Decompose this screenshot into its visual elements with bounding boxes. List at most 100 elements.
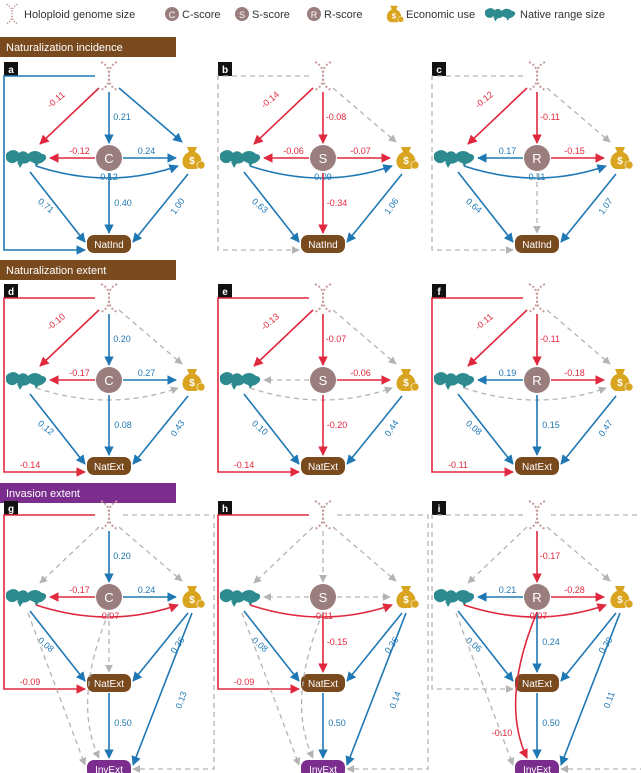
world-map-icon	[485, 8, 516, 22]
label-genome-score: -0.11	[540, 334, 560, 344]
dollar-sign-icon: $	[617, 595, 623, 606]
target-label: NatExt	[308, 462, 338, 473]
target-label: NatExt	[308, 679, 338, 690]
arrow-range-econ	[249, 386, 393, 401]
legend-r-score: R-score	[324, 9, 363, 21]
label-score-econ: 0.24	[138, 585, 156, 595]
arrow-genome-target2	[123, 514, 215, 773]
arrow-range-target	[29, 393, 86, 465]
money-bag-icon: $	[396, 586, 420, 609]
dna-icon	[100, 61, 118, 91]
score-circle	[310, 367, 336, 393]
label-econ-target: 1.07	[596, 196, 614, 216]
arrow-range-econ	[35, 386, 179, 401]
arrow-range-target	[243, 171, 300, 243]
score-circle	[96, 145, 122, 171]
score-circle	[96, 367, 122, 393]
label-score-range: 0.19	[499, 368, 517, 378]
target-node	[87, 674, 131, 692]
label-econ-target2: 0.13	[173, 690, 188, 710]
panel-tag: d	[8, 287, 14, 298]
arrow-econ-target	[346, 173, 403, 243]
label-econ-target: 0.43	[168, 418, 186, 438]
label-score-range: -0.12	[69, 146, 90, 156]
label-score-range: -0.06	[283, 146, 304, 156]
dollar-sign-icon: $	[617, 378, 623, 389]
dna-icon	[314, 61, 332, 91]
target-label: NatExt	[94, 462, 124, 473]
arrow-genome-target	[431, 514, 523, 693]
arrow-range-target2	[455, 612, 515, 766]
label-range-target: 0.08	[464, 418, 484, 437]
panel-tag: c	[436, 65, 442, 76]
header-naturalization-incidence-label: Naturalization incidence	[6, 42, 123, 54]
dna-icon	[100, 500, 118, 530]
label-score-target: 0.40	[114, 198, 132, 208]
target-node	[301, 235, 345, 253]
label-score-target: -0.15	[327, 637, 348, 647]
world-map-icon	[6, 589, 47, 607]
label-genome-score: 0.20	[113, 334, 131, 344]
label-target-target2: 0.50	[542, 718, 560, 728]
target-node	[301, 457, 345, 475]
label-econ-target: 1.00	[168, 196, 186, 216]
target-node	[515, 457, 559, 475]
label-range-target: 0.12	[36, 418, 56, 437]
arrow-range-target2	[27, 612, 87, 766]
label-score-target: 0.15	[542, 420, 560, 430]
money-bag-icon: $	[182, 586, 206, 609]
arrow-genome-target	[217, 297, 309, 477]
arrow-genome-target	[217, 514, 309, 694]
arrow-genome-target	[3, 514, 95, 694]
label-target-target2: 0.50	[328, 718, 346, 728]
label-score-range: -0.17	[69, 368, 90, 378]
label-score-range: -0.17	[69, 585, 90, 595]
arrow-genome-target	[217, 75, 309, 254]
panel-tag: g	[8, 504, 14, 515]
dna-icon	[528, 500, 546, 530]
label-score-econ: -0.28	[564, 585, 585, 595]
panel-tag: a	[8, 65, 14, 76]
arrow-genome-range	[39, 87, 100, 145]
arrow-genome-target	[3, 297, 95, 477]
panel-tag: b	[222, 65, 228, 76]
panel-tag-box	[218, 501, 232, 515]
score-letter: R	[532, 590, 541, 605]
label-score-econ: -0.06	[350, 368, 371, 378]
world-map-icon	[6, 372, 47, 390]
label-range-target: 0.08	[250, 635, 270, 654]
dna-icon	[6, 3, 18, 25]
target-label: NatInd	[522, 240, 551, 251]
target2-label: InvExt	[95, 765, 123, 773]
world-map-icon	[220, 372, 261, 390]
dna-icon	[528, 283, 546, 313]
label-score-target2: -0.10	[492, 728, 513, 738]
arrow-genome-range	[39, 309, 100, 367]
label-range-target: 0.63	[250, 196, 270, 215]
score-circle	[524, 367, 550, 393]
arrow-genome-range	[39, 526, 100, 584]
panel-tag-box	[4, 284, 18, 298]
dollar-sign-icon: $	[403, 156, 409, 167]
header-naturalization-extent	[0, 260, 176, 280]
target-label: NatInd	[94, 240, 123, 251]
target2-label: InvExt	[309, 765, 337, 773]
label-genome-score: -0.11	[540, 112, 560, 122]
panel-tag: f	[437, 287, 441, 298]
arrow-genome-range	[467, 526, 528, 584]
arrow-score-target2	[514, 611, 538, 759]
label-econ-target: 1.06	[382, 196, 400, 216]
label-genome-range: -0.11	[45, 89, 67, 109]
target2-node	[301, 760, 345, 773]
money-bag-icon: $	[182, 147, 206, 170]
world-map-icon	[220, 150, 261, 168]
dollar-sign-icon: $	[189, 378, 195, 389]
arrow-econ-target	[560, 612, 617, 682]
score-letter: C	[104, 151, 113, 166]
label-econ-target: 0.44	[382, 418, 400, 438]
